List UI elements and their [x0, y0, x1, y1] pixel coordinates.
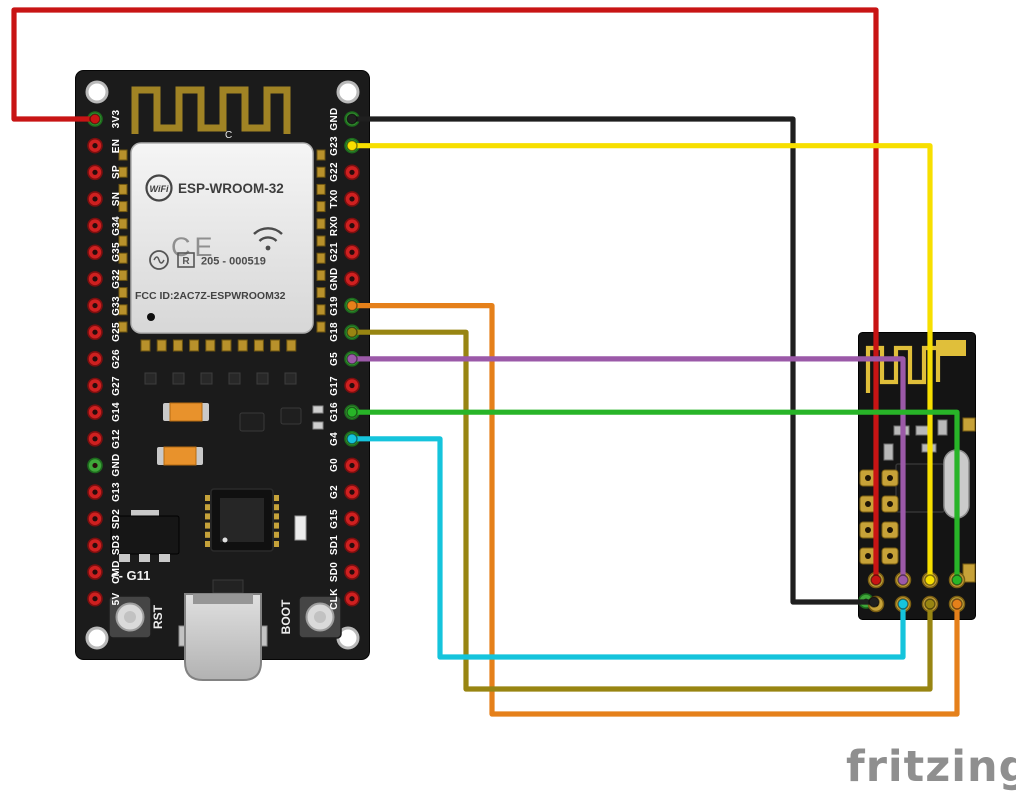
wire-orange-start[interactable]: [346, 299, 358, 312]
esp32-pin-left-EN[interactable]: [87, 137, 103, 154]
wifi-logo-text: WiFi: [150, 184, 169, 194]
esp32-pin-left-G35[interactable]: [87, 244, 103, 261]
silkscreen-g11-label: <- G11: [111, 568, 150, 583]
esp32-antenna-label: C: [225, 130, 232, 141]
wroom-castellation-pads: [118, 149, 326, 352]
esp32-smd-row: [144, 372, 297, 385]
smd-capacitor-2: [157, 446, 203, 466]
esp32-pin-right-TX0[interactable]: [344, 191, 360, 207]
esp32-wroom-shield: [130, 142, 314, 334]
esp32-pin-left-G26[interactable]: [87, 351, 103, 367]
wire-black-end[interactable]: [868, 596, 880, 608]
wire-black-start[interactable]: [346, 113, 358, 125]
esp32-pin-right-SD1[interactable]: [344, 537, 360, 554]
r-cert-box: [177, 252, 195, 268]
qfn-chip: [210, 488, 274, 552]
wire-red-start[interactable]: [89, 113, 101, 125]
esp32-model-label: ESP-WROOM-32: [178, 181, 284, 196]
esp32-pin-left-G13[interactable]: [87, 484, 103, 500]
wire-purple-start[interactable]: [346, 353, 358, 365]
esp32-pin-left-SN[interactable]: [87, 191, 103, 207]
wire-orange-end[interactable]: [951, 598, 963, 610]
smd-bits: [312, 405, 324, 430]
nrf24-antenna-block: [936, 340, 966, 356]
smd-transistors: [239, 407, 302, 432]
wire-red[interactable]: [11, 7, 879, 583]
wire-yellow-end[interactable]: [924, 574, 936, 586]
esp32-pin-right-SD0[interactable]: [344, 564, 360, 580]
rst-button[interactable]: [108, 595, 152, 639]
esp32-pin-left-SD2[interactable]: [87, 510, 103, 527]
wire-purple-end[interactable]: [897, 574, 909, 586]
esp32-pin-left-G34[interactable]: [87, 217, 103, 234]
cert-icon-squiggle: [153, 256, 165, 264]
boot-button-label: BOOT: [279, 599, 293, 634]
rst-button-label: RST: [151, 604, 165, 629]
wire-red-end[interactable]: [870, 574, 882, 586]
smd-led: [294, 515, 307, 541]
esp32-pin-right-G0[interactable]: [344, 457, 360, 474]
esp32-pin-right-G15[interactable]: [344, 510, 360, 527]
wire-dark-yellow-end[interactable]: [924, 598, 936, 610]
wire-dark-yellow[interactable]: [349, 329, 933, 692]
esp32-pin-left-G33[interactable]: [87, 297, 103, 314]
nrf24l01-board[interactable]: [858, 332, 976, 620]
cert-icon: [149, 250, 169, 270]
wire-cyan-start[interactable]: [346, 433, 358, 445]
esp32-pin-right-CLK[interactable]: [344, 590, 360, 607]
voltage-regulator: [110, 510, 180, 562]
wire-dark-yellow-start[interactable]: [346, 326, 358, 338]
wifi-arcs-icon: [253, 227, 283, 251]
wire-cyan-end[interactable]: [897, 598, 909, 610]
nrf24-header-pad-grid: [859, 469, 899, 565]
esp32-pin-right-GND[interactable]: [344, 271, 360, 287]
esp32-pin-left-CMD[interactable]: [87, 564, 103, 580]
smd-capacitor-1: [163, 402, 209, 422]
esp32-pin-left-G25[interactable]: [87, 324, 103, 341]
qfn-chip-pads: [205, 495, 279, 547]
esp32-pin-right-G2[interactable]: [344, 484, 360, 500]
fritzing-watermark: fritzing: [846, 742, 1016, 792]
esp32-pin-right-G22[interactable]: [344, 164, 360, 181]
wire-purple[interactable]: [349, 356, 906, 583]
nrf24-edge-pads: [962, 417, 976, 583]
pin1-dot: [147, 313, 155, 321]
wire-green-end[interactable]: [951, 574, 963, 586]
esp32-pin-left-G14[interactable]: [87, 404, 103, 420]
nrf24-antenna-trace: [865, 345, 941, 393]
esp32-pin-left-GND[interactable]: [87, 457, 103, 474]
esp32-antenna-trace: [131, 86, 291, 134]
esp32-pin-right-G21[interactable]: [344, 244, 360, 261]
esp32-pin-left-5V[interactable]: [87, 590, 103, 607]
esp32-pin-right-G17[interactable]: [344, 377, 360, 394]
esp32-pin-left-G12[interactable]: [87, 430, 103, 447]
fcc-id: FCC ID:2AC7Z-ESPWROOM32: [135, 290, 286, 302]
esp32-board[interactable]: C WiFi ESP-WROOM-32 CE R 205 - 000519 FC…: [75, 70, 370, 695]
wire-yellow[interactable]: [349, 143, 933, 583]
wire-green[interactable]: [349, 409, 960, 583]
esp32-pin-left-SP[interactable]: [87, 164, 103, 181]
wire-orange[interactable]: [349, 303, 960, 717]
wifi-logo-icon: [145, 174, 173, 202]
esp32-pin-left-SD3[interactable]: [87, 537, 103, 554]
esp32-pin-left-G27[interactable]: [87, 377, 103, 394]
cert-number: 205 - 000519: [201, 256, 266, 268]
r-cert-letter: R: [182, 256, 190, 267]
wire-cyan[interactable]: [349, 436, 906, 660]
esp32-pin-left-G32[interactable]: [87, 271, 103, 287]
boot-button[interactable]: [298, 595, 342, 639]
wire-yellow-start[interactable]: [346, 139, 358, 152]
wire-green-start[interactable]: [346, 406, 358, 418]
micro-usb-connector[interactable]: [178, 593, 268, 681]
esp32-pin-right-RX0[interactable]: [344, 217, 360, 234]
